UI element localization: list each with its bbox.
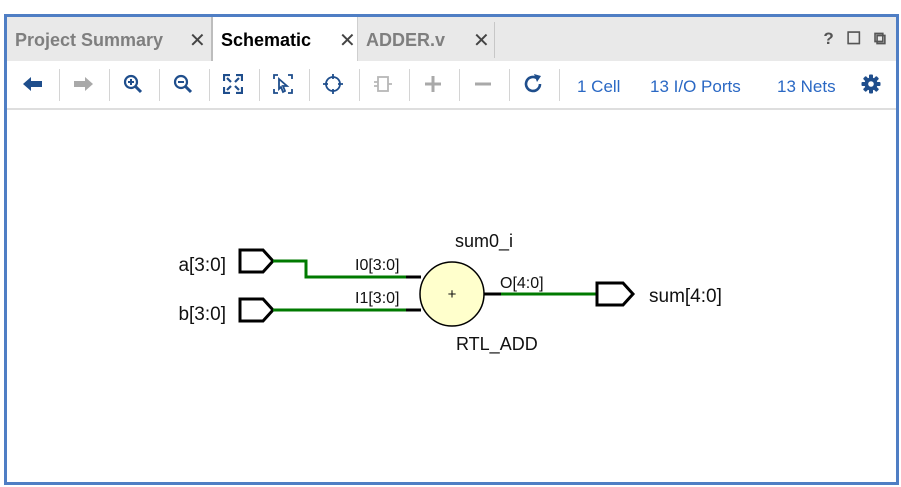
zoom-out-icon[interactable]	[169, 70, 197, 98]
gear-icon[interactable]	[857, 70, 885, 98]
pin-label-i0: I0[3:0]	[355, 257, 399, 274]
nets-link[interactable]: 13 Nets	[777, 77, 836, 96]
toolbar-divider	[59, 69, 60, 101]
schematic-diagram: a[3:0] b[3:0] I0[3:0] I1[3:0] sum0_i + R…	[178, 231, 722, 355]
tab-label: ADDER.v	[366, 30, 446, 50]
close-icon[interactable]: ✕	[473, 30, 490, 52]
net-a[interactable]	[273, 259, 406, 279]
float-icon[interactable]: ⧉	[873, 29, 886, 48]
schematic-panel: Project Summary ✕ Schematic ✕ ADDER.v ✕ …	[4, 14, 899, 485]
close-icon[interactable]: ✕	[189, 30, 206, 52]
toolbar-divider	[459, 69, 460, 101]
cell-instance-name: sum0_i	[455, 231, 513, 252]
toolbar-divider	[559, 69, 560, 101]
cell-type-label: RTL_ADD	[456, 334, 538, 355]
tab-label: Project Summary	[15, 30, 164, 50]
tab-label: Schematic	[221, 30, 312, 50]
toolbar-divider	[109, 69, 110, 101]
collapse-icon[interactable]	[469, 70, 497, 98]
cell-count-link[interactable]: 1 Cell	[577, 77, 621, 96]
toolbar-divider	[509, 69, 510, 101]
maximize-icon[interactable]: ☐	[846, 29, 862, 48]
toolbar-divider	[159, 69, 160, 101]
zoom-in-icon[interactable]	[119, 70, 147, 98]
fit-icon[interactable]	[219, 70, 247, 98]
back-icon[interactable]	[19, 70, 47, 98]
toolbar-divider	[359, 69, 360, 101]
toolbar-divider	[209, 69, 210, 101]
pin-label-o: O[4:0]	[500, 275, 544, 292]
tab-bar: Project Summary ✕ Schematic ✕ ADDER.v ✕ …	[7, 17, 896, 61]
schematic-canvas[interactable]: a[3:0] b[3:0] I0[3:0] I1[3:0] sum0_i + R…	[7, 110, 896, 482]
toolbar-divider	[259, 69, 260, 101]
zoom-select-icon[interactable]	[269, 70, 297, 98]
pin-label-i1: I1[3:0]	[355, 290, 399, 307]
io-ports-link[interactable]: 13 I/O Ports	[650, 77, 741, 96]
adder-operator: +	[448, 286, 457, 303]
toolbar-divider	[309, 69, 310, 101]
tab-adder-v[interactable]: ADDER.v ✕	[358, 17, 495, 61]
port-label-b: b[3:0]	[178, 304, 226, 325]
tab-project-summary[interactable]: Project Summary ✕	[7, 17, 211, 61]
output-port-sum[interactable]	[595, 281, 636, 307]
toolbar-divider	[409, 69, 410, 101]
cell-icon[interactable]	[369, 70, 397, 98]
expand-icon[interactable]	[419, 70, 447, 98]
forward-icon[interactable]	[69, 70, 97, 98]
input-port-b[interactable]	[238, 297, 276, 323]
toolbar: 1 Cell 13 I/O Ports 13 Nets	[7, 61, 896, 110]
tab-divider	[494, 22, 495, 58]
window-controls: ? ☐ ⧉	[815, 29, 886, 49]
tab-schematic[interactable]: Schematic ✕	[211, 17, 358, 61]
input-port-a[interactable]	[238, 248, 276, 274]
port-label-a: a[3:0]	[178, 255, 226, 276]
close-icon[interactable]: ✕	[339, 30, 356, 52]
crosshair-icon[interactable]	[319, 70, 347, 98]
refresh-icon[interactable]	[519, 70, 547, 98]
port-label-sum: sum[4:0]	[649, 286, 722, 307]
help-icon[interactable]: ?	[823, 29, 834, 48]
